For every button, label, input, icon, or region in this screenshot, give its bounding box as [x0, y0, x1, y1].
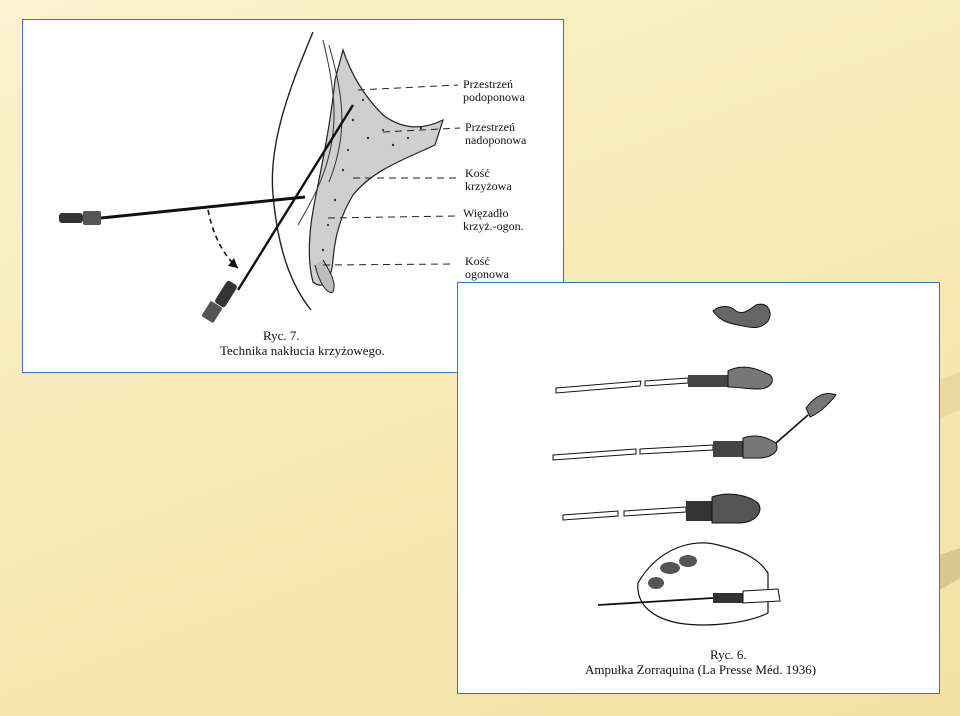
- hand-with-ampoule: [597, 542, 781, 626]
- needle-assembly-2: [552, 393, 837, 461]
- sacral-anatomy-illustration: [59, 31, 461, 323]
- figure6-caption-number: Ryc. 6.: [710, 647, 747, 662]
- figure-zorraquin-ampoule: Ryc. 6. Ampułka Zorraquina (La Presse Mé…: [457, 282, 940, 694]
- needle-angled: [202, 104, 355, 323]
- needle-assembly-3: [562, 493, 761, 524]
- needle-assembly-1: [555, 366, 773, 394]
- figure6-caption-text: Ampułka Zorraquina (La Presse Méd. 1936): [585, 662, 817, 677]
- figure7-caption-number: Ryc. 7.: [263, 328, 300, 343]
- figure7-caption-text: Technika nakłucia krzyżowego.: [220, 343, 385, 358]
- zorraquin-ampoule-illustration: [552, 303, 837, 626]
- ampoule: [712, 303, 771, 328]
- needle-horizontal: [59, 195, 306, 225]
